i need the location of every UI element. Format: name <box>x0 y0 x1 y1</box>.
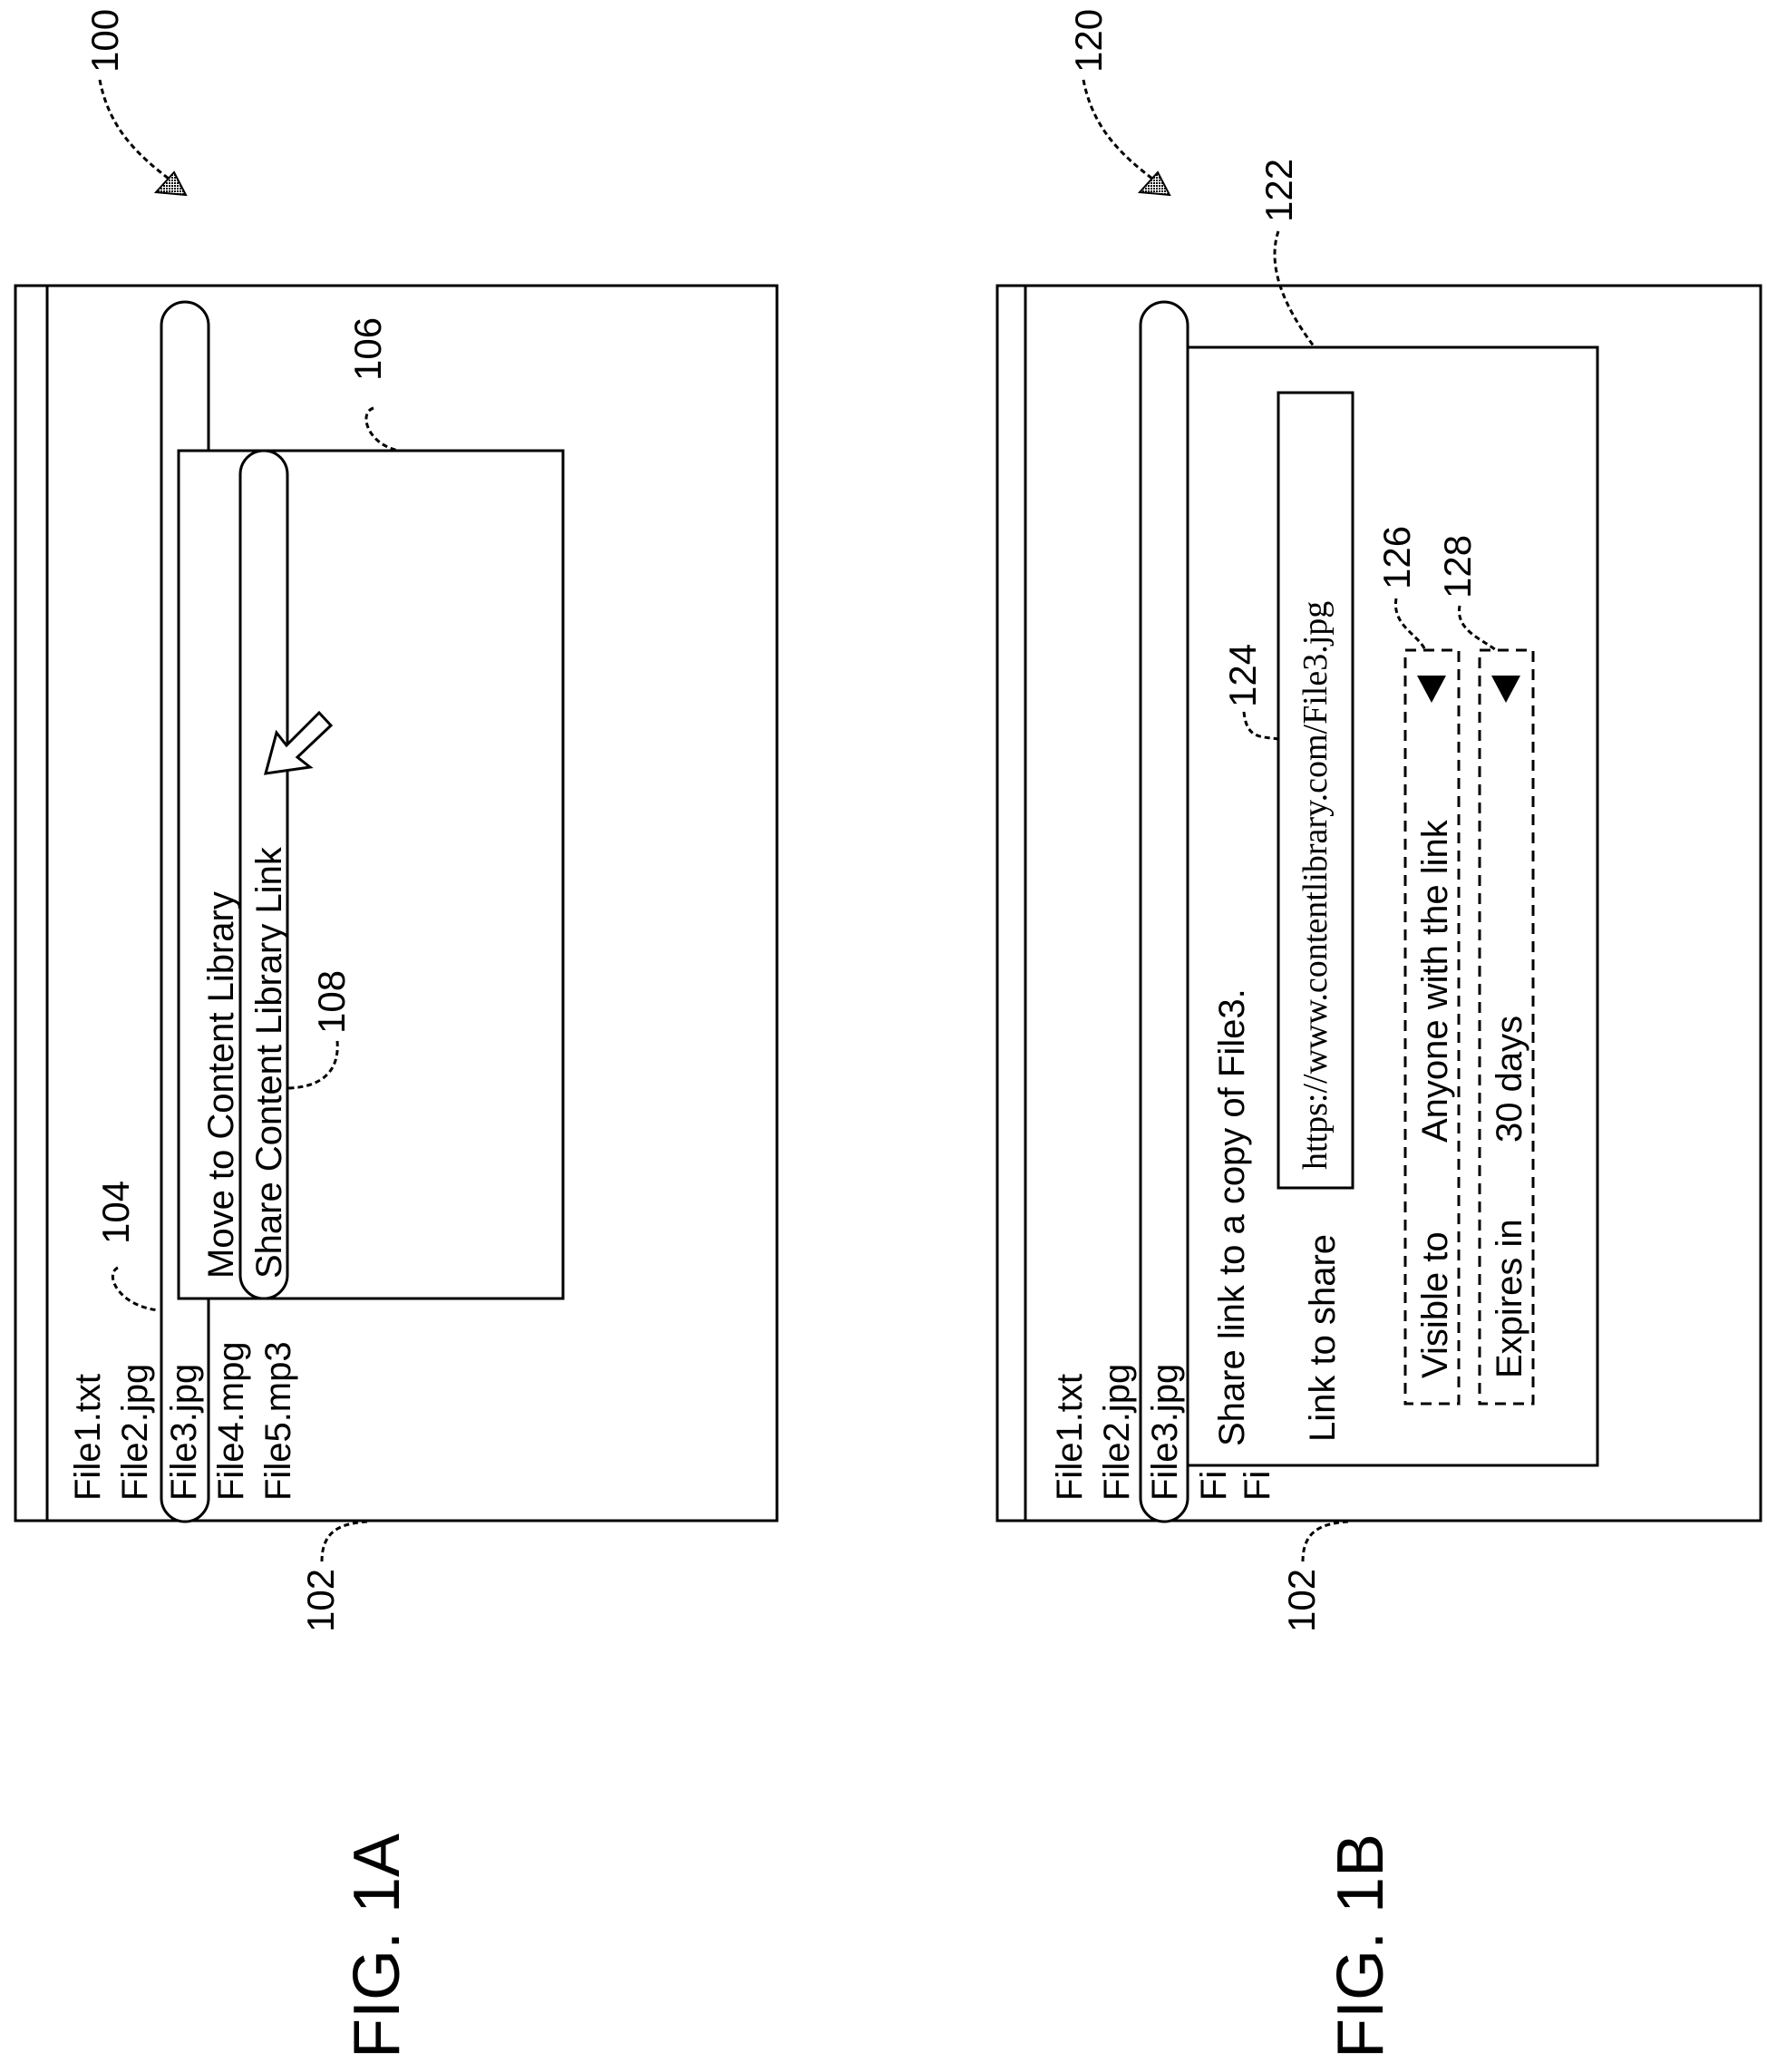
ref-104-leader <box>112 1268 159 1310</box>
expires-in-label: Expires in <box>1490 1219 1529 1378</box>
link-value[interactable]: https://www.contentlibrary.com/File3.jpg <box>1296 601 1335 1170</box>
figure-label-1b: FIG. 1B <box>1325 1834 1397 2058</box>
figure-label-1a: FIG. 1A <box>341 1834 413 2058</box>
file-item[interactable]: File2.jpg <box>1097 1364 1137 1501</box>
ref-100-leader <box>100 80 172 181</box>
ref-106-leader <box>366 408 399 451</box>
ref-102-leader <box>1303 1522 1348 1561</box>
ref-126: 126 <box>1375 526 1418 589</box>
expires-in-value[interactable]: 30 days <box>1490 1016 1529 1143</box>
file-item-selected[interactable]: File3.jpg <box>1145 1364 1185 1501</box>
ref-102-leader <box>322 1522 367 1561</box>
figure-1a: 100 File1.txt File2.jpg File3.jpg File4.… <box>15 9 777 2058</box>
visible-to-value[interactable]: Anyone with the link <box>1415 819 1455 1143</box>
file-item[interactable]: File1.txt <box>68 1374 108 1501</box>
ref-106: 106 <box>346 317 389 381</box>
ref-102: 102 <box>1280 1569 1323 1632</box>
ref-120-arrowhead <box>1140 172 1170 195</box>
file-item-selected[interactable]: File3.jpg <box>164 1364 204 1501</box>
file-item[interactable]: File4.mpg <box>211 1341 251 1501</box>
ref-120: 120 <box>1067 9 1110 73</box>
file-item[interactable]: File5.mp3 <box>258 1341 298 1501</box>
ref-100-arrowhead <box>156 172 186 195</box>
ref-122-leader <box>1275 231 1315 347</box>
ref-100: 100 <box>83 9 126 73</box>
dialog-title: Share link to a copy of File3. <box>1212 988 1252 1446</box>
menu-item-move-to-content-library[interactable]: Move to Content Library <box>201 891 241 1279</box>
ref-120-leader <box>1083 80 1156 181</box>
ref-104: 104 <box>94 1181 137 1244</box>
ref-124: 124 <box>1221 644 1264 707</box>
menu-item-share-content-library-link[interactable]: Share Content Library Link <box>249 846 289 1279</box>
ref-128: 128 <box>1436 535 1479 598</box>
file-item[interactable]: Fi <box>1238 1471 1277 1501</box>
file-item[interactable]: File1.txt <box>1050 1374 1090 1501</box>
file-list: File1.txt File2.jpg File3.jpg File4.mpg … <box>68 1341 298 1501</box>
link-to-share-label: Link to share <box>1303 1234 1343 1442</box>
ref-108: 108 <box>310 970 353 1034</box>
file-item[interactable]: File2.jpg <box>115 1364 155 1501</box>
selection-pill <box>1141 302 1188 1522</box>
ref-102: 102 <box>299 1569 342 1632</box>
figure-1b: 120 File1.txt File2.jpg File3.jpg Fi Fi … <box>997 9 1761 2058</box>
ref-122: 122 <box>1257 159 1300 222</box>
visible-to-label: Visible to <box>1415 1231 1455 1378</box>
file-item[interactable]: Fi <box>1194 1471 1234 1501</box>
